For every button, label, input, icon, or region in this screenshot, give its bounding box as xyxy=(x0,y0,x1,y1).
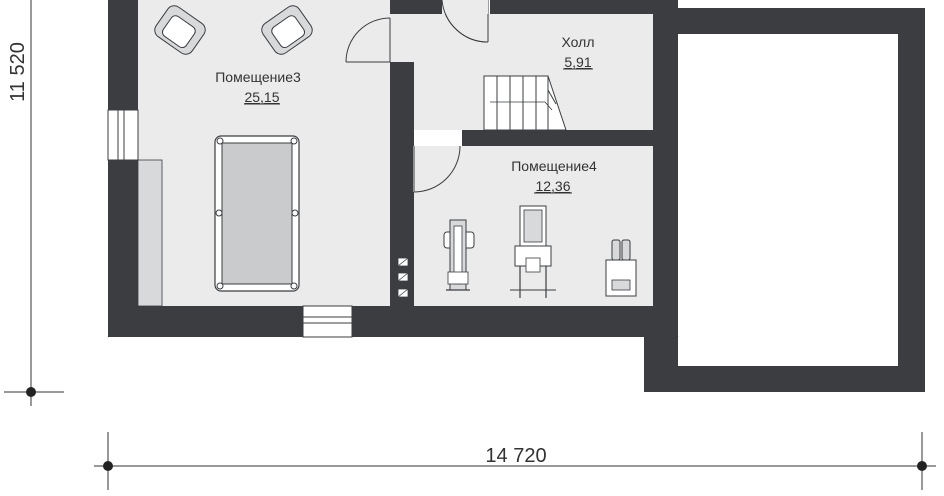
annex-bottom-wall xyxy=(644,366,925,392)
dimension-horizontal xyxy=(94,432,936,490)
counter xyxy=(137,159,163,307)
gym-machine xyxy=(510,205,556,298)
room3-area: 25,15 xyxy=(244,89,279,105)
room3-name: Помещение3 xyxy=(215,69,301,85)
wall-partition-notch xyxy=(390,62,410,72)
door-room4 xyxy=(413,145,461,193)
wall-bottom-left xyxy=(108,306,303,337)
dimension-vertical xyxy=(4,0,64,406)
hall-name: Холл xyxy=(562,34,595,50)
staircase xyxy=(483,75,567,131)
annex-right-wall xyxy=(898,8,925,392)
wall-partition-vertical-top xyxy=(390,0,404,14)
window-bottom xyxy=(302,305,353,338)
corridor-floor xyxy=(390,14,414,62)
annex-left-wall xyxy=(644,337,678,392)
gym-machine xyxy=(605,239,637,297)
wall-hall-room4 xyxy=(462,130,653,146)
wall-left xyxy=(108,0,138,337)
hall-area: 5,91 xyxy=(564,54,591,70)
wall-partition-vertical xyxy=(390,62,414,306)
annex-top-wall xyxy=(678,8,925,34)
armchair xyxy=(261,5,313,55)
annex-inner xyxy=(678,34,898,366)
room4-name: Помещение4 xyxy=(511,158,597,174)
door-room3 xyxy=(345,17,391,63)
annex-left-upper xyxy=(678,8,688,34)
armchair xyxy=(154,5,206,55)
gym-machine xyxy=(443,219,475,291)
dimension-width-label: 14 720 xyxy=(485,445,546,467)
wall-bottom-right xyxy=(352,306,678,337)
billiard-table xyxy=(214,135,300,292)
dimension-height-label: 11 520 xyxy=(7,42,29,102)
wall-top-right-a xyxy=(490,0,678,14)
room4-area: 12,36 xyxy=(535,178,570,194)
wall-right-inner xyxy=(653,0,678,337)
window-left xyxy=(107,109,139,161)
